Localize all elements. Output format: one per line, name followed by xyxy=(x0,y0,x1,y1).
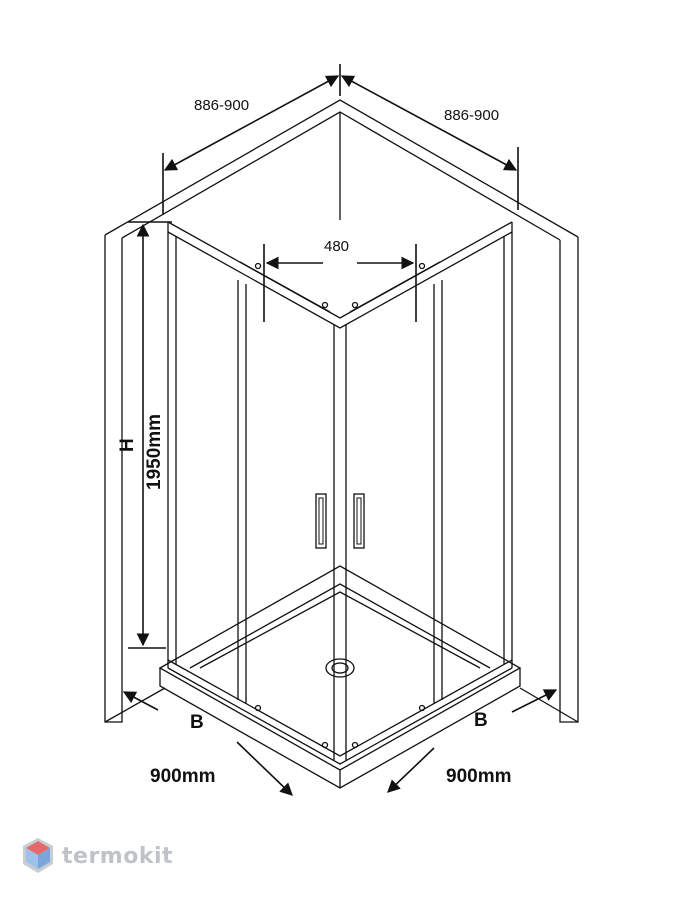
termokit-watermark: termokit xyxy=(22,834,173,878)
door-opening-label: 480 xyxy=(324,238,349,255)
base-right-value-label: 900mm xyxy=(446,766,512,787)
top-left-width-label: 886-900 xyxy=(194,97,249,114)
top-right-width-label: 886-900 xyxy=(444,107,499,124)
base-right-letter-label: B xyxy=(474,710,488,731)
base-left-letter-label: B xyxy=(190,712,204,733)
base-left-value-label: 900mm xyxy=(150,766,216,787)
hexagon-cube-logo-icon xyxy=(23,838,53,873)
dimension-lines xyxy=(122,64,558,796)
back-walls xyxy=(104,99,579,723)
height-letter-label: H xyxy=(117,438,138,452)
left-door-handle xyxy=(315,493,327,549)
drain-icon xyxy=(325,658,355,678)
right-door-handle xyxy=(353,493,365,549)
enclosure-frame xyxy=(167,221,513,765)
shower-tray xyxy=(158,565,522,789)
watermark-text: termokit xyxy=(62,843,174,869)
height-value-label: 1950mm xyxy=(144,414,165,490)
